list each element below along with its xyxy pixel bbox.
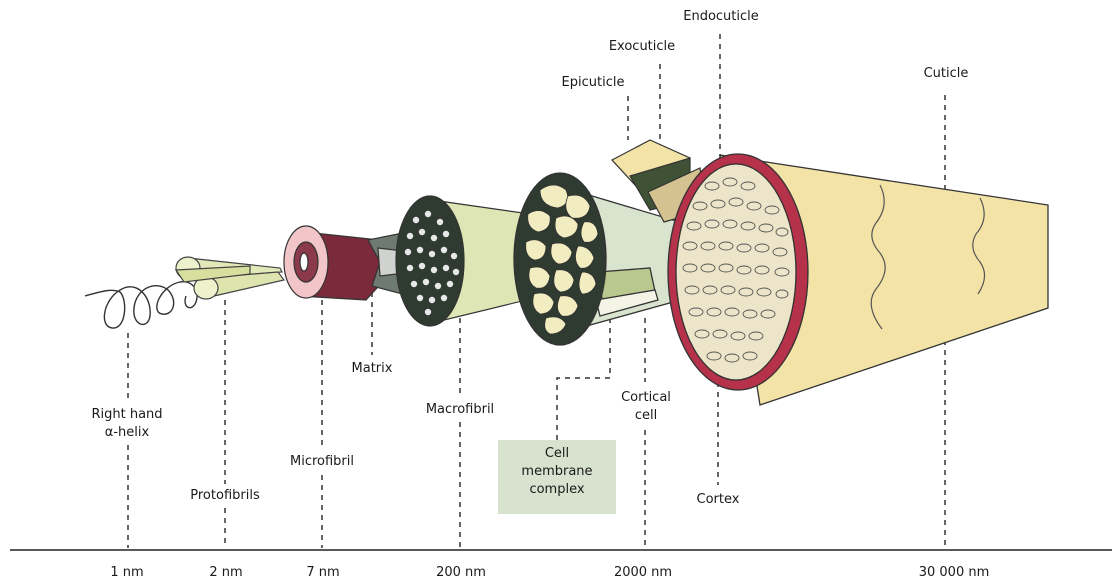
label-exocuticle: Exocuticle <box>609 38 675 56</box>
microfibril <box>284 226 388 300</box>
scale-7nm: 7 nm <box>306 565 339 580</box>
label-microfibril: Microfibril <box>290 453 354 471</box>
scale-2nm: 2 nm <box>209 565 242 580</box>
label-epicuticle: Epicuticle <box>562 74 625 92</box>
label-cell-membrane-complex: Cell membrane complex <box>502 445 612 499</box>
scale-200nm: 200 nm <box>436 565 486 580</box>
label-matrix: Matrix <box>352 360 393 378</box>
label-right-hand-helix: Right hand α-helix <box>91 406 162 442</box>
label-cortex: Cortex <box>697 491 740 509</box>
label-endocuticle: Endocuticle <box>683 8 759 26</box>
label-macrofibril: Macrofibril <box>426 401 494 419</box>
scale-2000nm: 2000 nm <box>614 565 672 580</box>
protofibrils <box>176 257 284 299</box>
label-cortical-cell: Cortical cell <box>621 389 671 425</box>
scale-1nm: 1 nm <box>110 565 143 580</box>
label-cuticle: Cuticle <box>924 65 969 83</box>
label-protofibrils: Protofibrils <box>190 487 259 505</box>
scale-30000nm: 30 000 nm <box>919 565 990 580</box>
alpha-helix-coil <box>85 282 197 328</box>
hair-shaft <box>668 154 1048 405</box>
